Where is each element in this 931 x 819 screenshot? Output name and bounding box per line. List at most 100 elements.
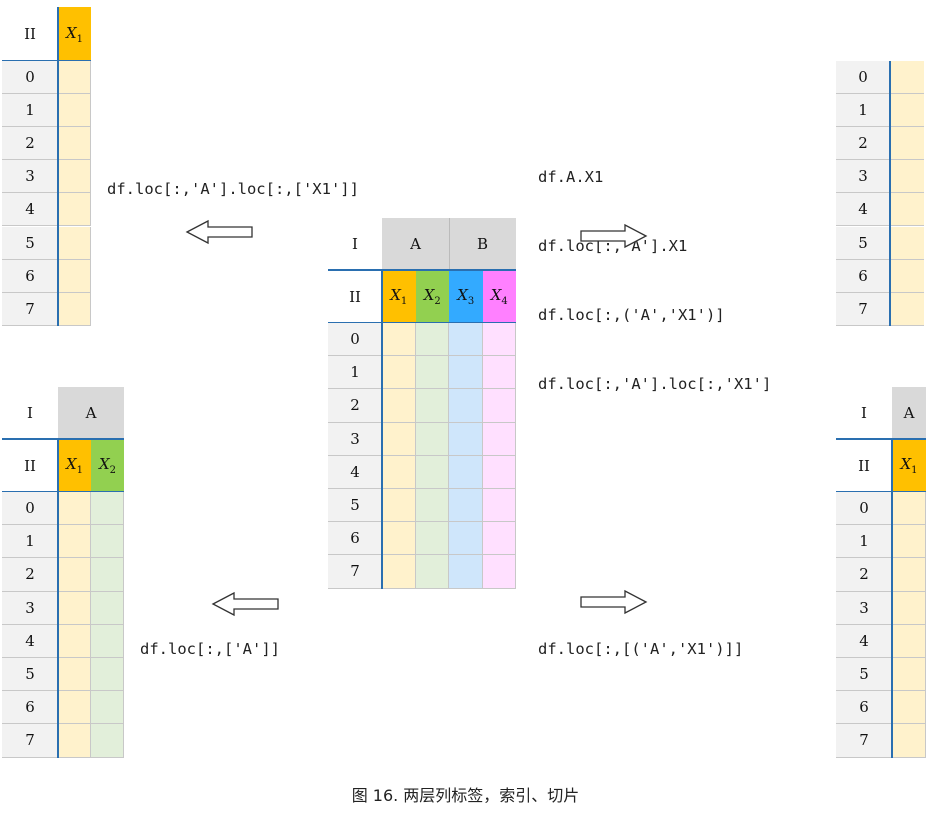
code-line: df.A.X1 bbox=[538, 168, 604, 186]
table-cell bbox=[892, 591, 926, 625]
row-index: 6 bbox=[836, 691, 892, 725]
row-index: 6 bbox=[2, 691, 58, 725]
arrow-right-icon bbox=[580, 589, 648, 615]
table-cell bbox=[892, 558, 926, 592]
code-bottom-left: df.loc[:,['A']] bbox=[140, 640, 280, 658]
row-index: 1 bbox=[2, 525, 58, 559]
inner-header: X2 bbox=[91, 439, 124, 492]
table-cell bbox=[482, 555, 516, 589]
table-cell bbox=[449, 356, 483, 390]
row-index: 0 bbox=[836, 492, 892, 526]
row-index: 3 bbox=[836, 591, 892, 625]
index-rule bbox=[889, 61, 891, 326]
column-label: X1 bbox=[65, 455, 84, 476]
table-cell bbox=[58, 292, 91, 326]
table-cell bbox=[890, 160, 924, 194]
table-cell bbox=[58, 691, 91, 725]
inner-header: X1 bbox=[58, 7, 91, 61]
table-cell bbox=[482, 323, 516, 357]
column-label: X1 bbox=[65, 23, 84, 45]
code-line: df.loc[:,('A','X1')] bbox=[538, 306, 725, 324]
table-cell bbox=[382, 422, 416, 456]
header-rule bbox=[836, 438, 926, 440]
table-cell bbox=[415, 323, 449, 357]
table-cell bbox=[449, 455, 483, 489]
table-cell bbox=[449, 522, 483, 556]
outer-header: A bbox=[892, 387, 926, 439]
row-index: 7 bbox=[328, 555, 382, 589]
code-top-right: df.A.X1 df.loc[:,'A'].X1 df.loc[:,('A','… bbox=[538, 120, 771, 419]
table-cell bbox=[58, 591, 91, 625]
code-line: df.loc[:,'A'].X1 bbox=[538, 237, 688, 255]
row-index: 5 bbox=[2, 658, 58, 692]
row-index: 4 bbox=[2, 193, 58, 227]
table-cell bbox=[890, 259, 924, 293]
level-label-outer: I bbox=[328, 218, 382, 270]
row-index: 1 bbox=[2, 94, 58, 128]
inner-header: X1 bbox=[892, 439, 926, 492]
column-label: X3 bbox=[457, 286, 475, 307]
table-cell bbox=[58, 624, 91, 658]
table-cell bbox=[415, 455, 449, 489]
table-cell bbox=[892, 492, 926, 526]
level-label-outer: I bbox=[2, 387, 58, 439]
row-index: 2 bbox=[2, 558, 58, 592]
code-top-left: df.loc[:,'A'].loc[:,['X1']] bbox=[107, 180, 359, 198]
row-index: 6 bbox=[2, 259, 58, 293]
inner-header: X1 bbox=[58, 439, 91, 492]
header-divider bbox=[449, 218, 450, 270]
inner-header: X4 bbox=[482, 270, 516, 323]
table-cell bbox=[58, 525, 91, 559]
table-cell bbox=[892, 525, 926, 559]
table-cell bbox=[892, 724, 926, 758]
column-label: X2 bbox=[98, 455, 117, 476]
row-index: 0 bbox=[328, 323, 382, 357]
table-cell bbox=[449, 489, 483, 523]
table-cell bbox=[58, 226, 91, 260]
inner-header: X3 bbox=[449, 270, 483, 323]
level-label-inner: II bbox=[836, 439, 892, 492]
table-cell bbox=[890, 292, 924, 326]
index-rule bbox=[57, 438, 59, 758]
table-cell bbox=[890, 193, 924, 227]
index-rule bbox=[891, 438, 893, 758]
table-cell bbox=[482, 489, 516, 523]
row-index: 3 bbox=[2, 591, 58, 625]
row-index: 4 bbox=[836, 193, 890, 227]
level-label-inner: II bbox=[328, 270, 382, 323]
row-index: 7 bbox=[836, 724, 892, 758]
table-cell bbox=[892, 691, 926, 725]
outer-header: A bbox=[382, 218, 449, 270]
table-cell bbox=[91, 658, 124, 692]
table-cell bbox=[449, 555, 483, 589]
row-index: 3 bbox=[2, 160, 58, 194]
table-cell bbox=[415, 489, 449, 523]
index-rule bbox=[381, 269, 383, 589]
table-cell bbox=[482, 522, 516, 556]
table-cell bbox=[890, 226, 924, 260]
column-label: X1 bbox=[900, 455, 918, 476]
table-cell bbox=[415, 389, 449, 423]
code-bottom-right: df.loc[:,[('A','X1')]] bbox=[538, 640, 744, 658]
table-cell bbox=[91, 691, 124, 725]
level-label-inner: II bbox=[2, 7, 58, 61]
column-label: X1 bbox=[390, 286, 408, 307]
outer-header: B bbox=[449, 218, 516, 270]
row-index: 4 bbox=[836, 624, 892, 658]
table-cell bbox=[449, 422, 483, 456]
table-cell bbox=[58, 724, 91, 758]
row-index: 4 bbox=[2, 624, 58, 658]
table-cell bbox=[58, 61, 91, 95]
row-index: 3 bbox=[328, 422, 382, 456]
table-cell bbox=[91, 591, 124, 625]
table-cell bbox=[382, 356, 416, 390]
row-index: 0 bbox=[2, 61, 58, 95]
outer-header: A bbox=[58, 387, 124, 439]
table-cell bbox=[58, 160, 91, 194]
table-cell bbox=[58, 193, 91, 227]
figure-caption: 图 16. 两层列标签，索引、切片 bbox=[351, 786, 580, 805]
arrow-left-icon bbox=[211, 591, 279, 617]
